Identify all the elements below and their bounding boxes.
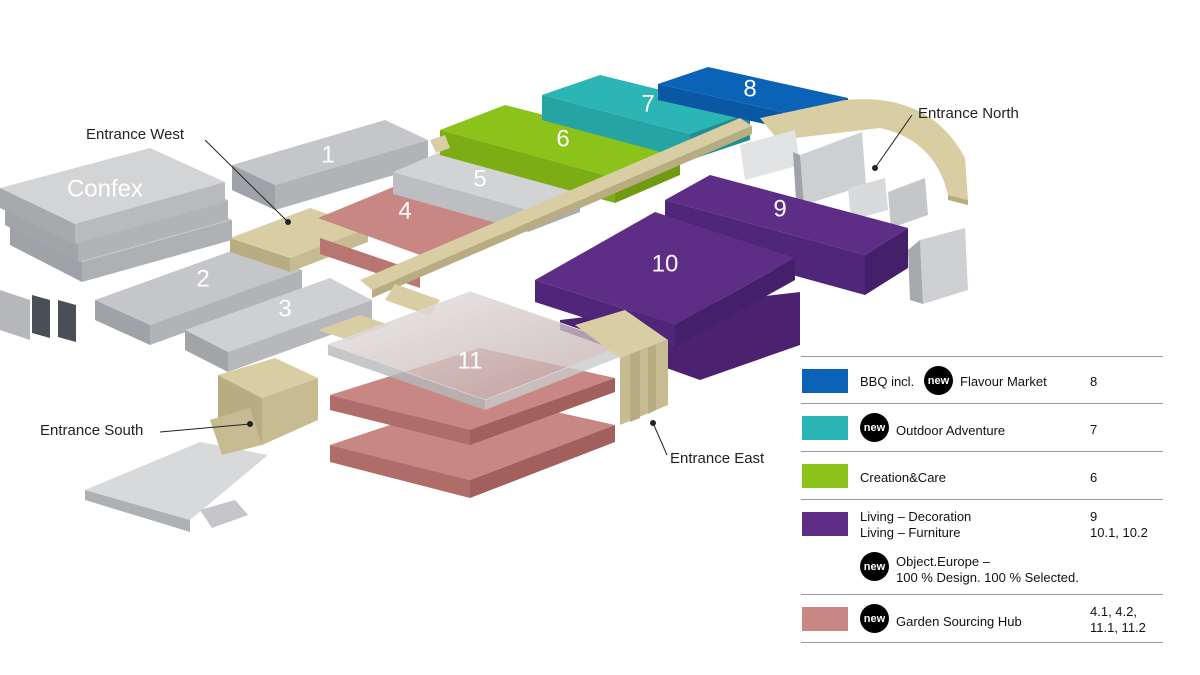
legend-pre-label: BBQ incl.	[860, 374, 915, 389]
legend-row-living: Living – Decoration Living – Furniture 9…	[801, 499, 1163, 594]
hall-confex[interactable]: Confex	[0, 148, 232, 282]
hall-2-label: 2	[196, 265, 209, 292]
hall-9-label: 9	[773, 195, 786, 222]
new-badge: new	[860, 552, 889, 581]
legend-swatch-rose	[802, 607, 848, 631]
hall-4-label: 4	[398, 197, 411, 224]
legend-swatch-green	[802, 464, 848, 488]
entrance-south-label: Entrance South	[40, 422, 143, 439]
legend-swatch-teal	[802, 416, 848, 440]
legend-sub-design: 100 % Design. 100 % Selected.	[896, 570, 1079, 585]
hall-1-label: 1	[321, 141, 334, 168]
legend-row-flavour-market: BBQ incl. new Flavour Market 8	[801, 356, 1163, 403]
hall-5-label: 5	[473, 165, 486, 192]
legend-label-furniture: Living – Furniture	[860, 525, 961, 540]
hall-8-label: 8	[743, 75, 756, 102]
legend-swatch-blue	[802, 369, 848, 393]
hall-3-label: 3	[278, 295, 291, 322]
entrance-east-label: Entrance East	[670, 450, 765, 467]
legend-label-decoration: Living – Decoration	[860, 509, 972, 524]
legend-label: Outdoor Adventure	[896, 423, 1006, 438]
legend-row-outdoor-adventure: new Outdoor Adventure 7	[801, 403, 1163, 451]
legend-swatch-purple	[802, 512, 848, 536]
stairs-west	[0, 290, 76, 342]
new-badge: new	[860, 604, 889, 633]
legend: BBQ incl. new Flavour Market 8 new Outdo…	[801, 356, 1163, 643]
entrance-west-label: Entrance West	[86, 126, 185, 143]
small-building-east	[908, 228, 968, 304]
legend-row-creation-care: Creation&Care 6	[801, 451, 1163, 499]
leader-lines	[159, 114, 913, 456]
legend-halls: 7	[1090, 422, 1098, 437]
hall-3[interactable]: 3	[185, 278, 372, 372]
entrance-south[interactable]	[85, 358, 318, 532]
hall-10-label: 10	[652, 250, 679, 277]
legend-label: Creation&Care	[860, 470, 946, 485]
legend-halls: 8	[1090, 374, 1098, 389]
entrance-north-building[interactable]	[740, 99, 968, 228]
legend-halls-9: 9	[1090, 509, 1098, 524]
new-badge: new	[860, 413, 889, 442]
legend-halls: 6	[1090, 470, 1098, 485]
hall-7-label: 7	[641, 90, 654, 117]
legend-halls-11: 11.1, 11.2	[1090, 620, 1146, 635]
legend-label: Flavour Market	[960, 374, 1047, 389]
hall-9[interactable]: 9	[665, 175, 908, 295]
hall-confex-label: Confex	[67, 175, 143, 202]
hall-2[interactable]: 2	[95, 245, 302, 345]
new-badge: new	[924, 366, 953, 395]
legend-halls-10: 10.1, 10.2	[1090, 525, 1148, 540]
entrance-east-building[interactable]	[575, 310, 668, 425]
hall-11-label: 11	[458, 347, 483, 374]
legend-sub-object-europe: Object.Europe –	[896, 554, 990, 569]
hall-6-label: 6	[556, 125, 569, 152]
entrance-north-label: Entrance North	[918, 105, 1019, 122]
hall-11[interactable]: 11	[326, 291, 627, 498]
legend-label: Garden Sourcing Hub	[896, 614, 1022, 629]
legend-halls-4: 4.1, 4.2,	[1090, 604, 1137, 619]
legend-row-garden-sourcing: new Garden Sourcing Hub 4.1, 4.2, 11.1, …	[801, 594, 1163, 643]
